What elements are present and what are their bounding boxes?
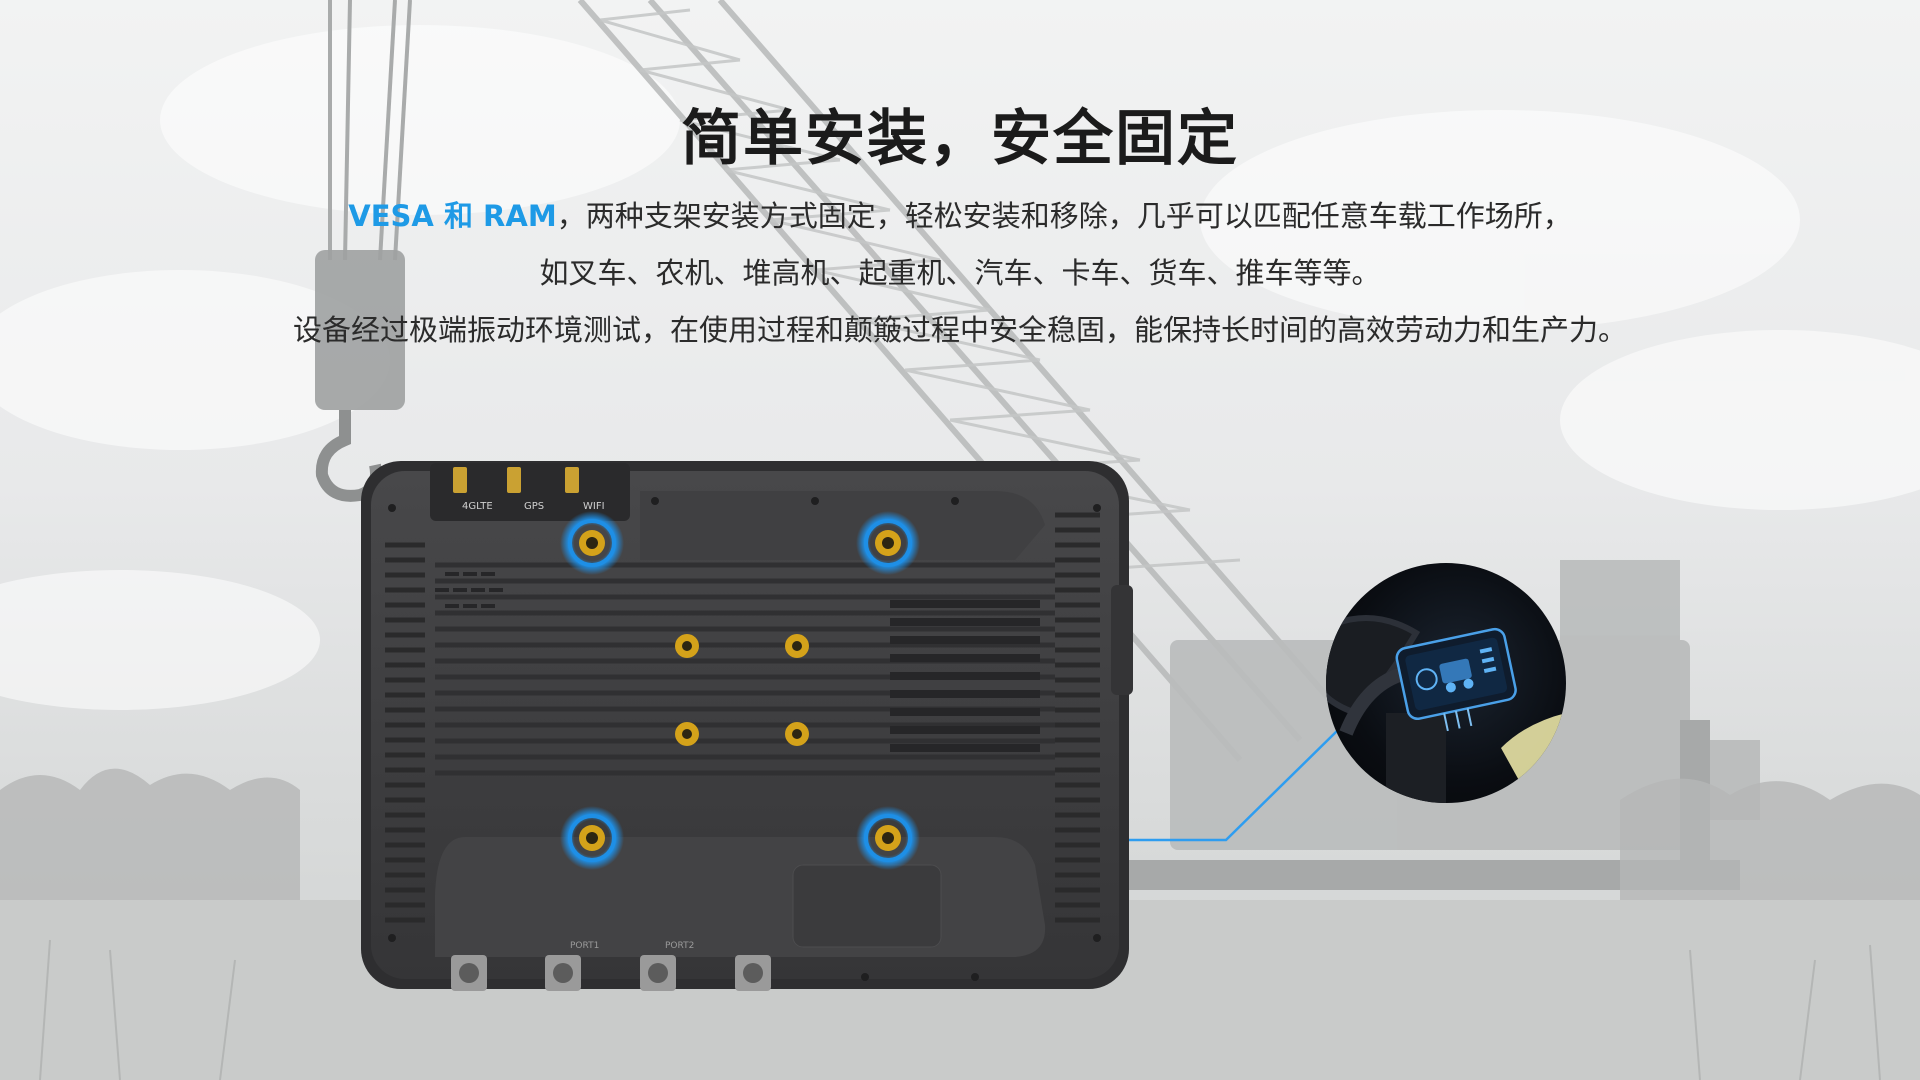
vesa-mount-hole [856,806,920,870]
antenna-label-wifi: WIFI [583,501,605,512]
inner-mount-hole [785,634,809,658]
description-line-2: 如叉车、农机、堆高机、起重机、汽车、卡车、货车、推车等等。 [539,256,1381,290]
description-line-3: 设备经过极端振动环境测试，在使用过程和颠簸过程中安全稳固，能保持长时间的高效劳动… [292,313,1627,347]
antenna-label-4glte: 4GLTE [462,501,493,512]
description-line-1: VESA 和 RAM，两种支架安装方式固定，轻松安装和移除，几乎可以匹配任意车载… [160,188,1760,245]
tablet-back-illustration [361,461,1133,991]
vehicle-mount-inset [1326,563,1566,803]
page-title: 简单安装，安全固定 [681,104,1239,174]
vehicle-dashboard-mount-icon [1326,615,1566,803]
antenna-label-gps: GPS [524,501,545,512]
vesa-mount-hole [560,511,624,575]
inner-mount-hole [785,722,809,746]
description-line-1-rest: ，两种支架安装方式固定，轻松安装和移除，几乎可以匹配任意车载工作场所， [556,199,1572,233]
port-label-port1: PORT1 [570,941,600,951]
mount-standards-highlight: VESA 和 RAM [348,199,557,233]
inner-mount-hole [675,722,699,746]
port-label-port2: PORT2 [665,941,695,951]
vesa-mount-hole [560,806,624,870]
description-text: VESA 和 RAM，两种支架安装方式固定，轻松安装和移除，几乎可以匹配任意车载… [160,188,1760,359]
vesa-mount-hole [856,511,920,575]
tablet-back-panel: 4GLTE GPS WIFI PORT1 PORT2 [355,455,1135,995]
inner-mount-hole [675,634,699,658]
